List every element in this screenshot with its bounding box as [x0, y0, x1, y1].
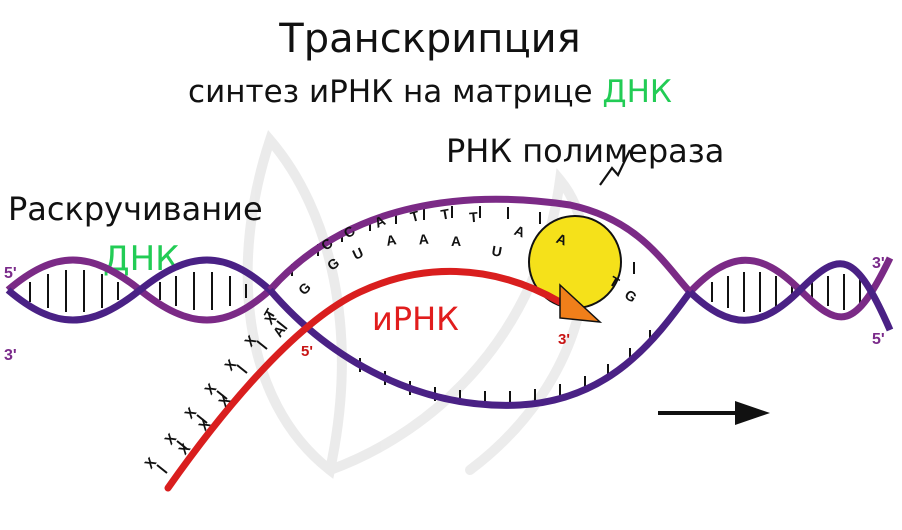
- tail-tick: [256, 340, 268, 350]
- nucleotide-base: X: [141, 454, 160, 472]
- subtitle-highlight: ДНК: [602, 74, 672, 110]
- page-title: Транскрипция: [278, 16, 580, 62]
- nucleotide-base: G: [295, 279, 314, 298]
- nucleotide-base: A: [512, 222, 527, 240]
- unwinding-label: Раскручивание: [8, 190, 263, 228]
- bubble-bottom-strand: [267, 287, 693, 409]
- tail-strand-ticks: [156, 320, 288, 474]
- nucleotide-base: X: [201, 380, 220, 398]
- leaf-watermark-icon: [242, 130, 591, 479]
- polymerase-pointer: [599, 149, 631, 186]
- mrna-label: иРНК: [372, 300, 459, 338]
- mrna-strand: [164, 267, 564, 492]
- nucleotide-base: G: [622, 286, 640, 305]
- left-helix-rungs: [29, 270, 247, 312]
- right-top-end-label: 3': [872, 255, 885, 272]
- tail-tick: [196, 414, 208, 424]
- subtitle-prefix: синтез иРНК на матрице: [188, 74, 602, 110]
- mrna-5prime-label: 5': [301, 343, 313, 360]
- nucleotide-base: A: [451, 233, 461, 249]
- mrna-growth-arrowhead: [559, 283, 603, 323]
- tail-tick: [156, 464, 168, 474]
- bubble-top-strand: [267, 195, 693, 295]
- tail-tick: [276, 320, 288, 330]
- right-dna-bottom-strand: [687, 260, 894, 332]
- mrna-3prime-label: 3': [558, 331, 570, 348]
- page-subtitle: синтез иРНК на матрице ДНК: [188, 74, 672, 110]
- nucleotide-base: T: [469, 209, 479, 226]
- nucleotide-base: U: [490, 242, 503, 260]
- right-bottom-end-label: 5': [872, 331, 885, 348]
- right-helix-rungs: [711, 272, 861, 312]
- left-dna-bottom-strand: [5, 256, 273, 324]
- tail-tick: [216, 390, 228, 400]
- arrow-right-icon: [658, 401, 770, 425]
- polymerase-label: РНК полимераза: [446, 132, 724, 170]
- bottom-strand-ticks: [359, 330, 651, 405]
- tail-tick: [176, 440, 188, 450]
- nucleotide-base: A: [418, 231, 429, 248]
- nucleotide-base: U: [350, 244, 366, 263]
- nucleotide-base: X: [221, 356, 240, 374]
- nucleotide-base: X: [181, 404, 200, 422]
- left-bottom-end-label: 3': [4, 347, 17, 364]
- nucleotide-base: T: [440, 205, 452, 222]
- nucleotide-base: A: [385, 231, 398, 249]
- left-top-end-label: 5': [4, 265, 17, 282]
- tail-tick: [236, 364, 248, 374]
